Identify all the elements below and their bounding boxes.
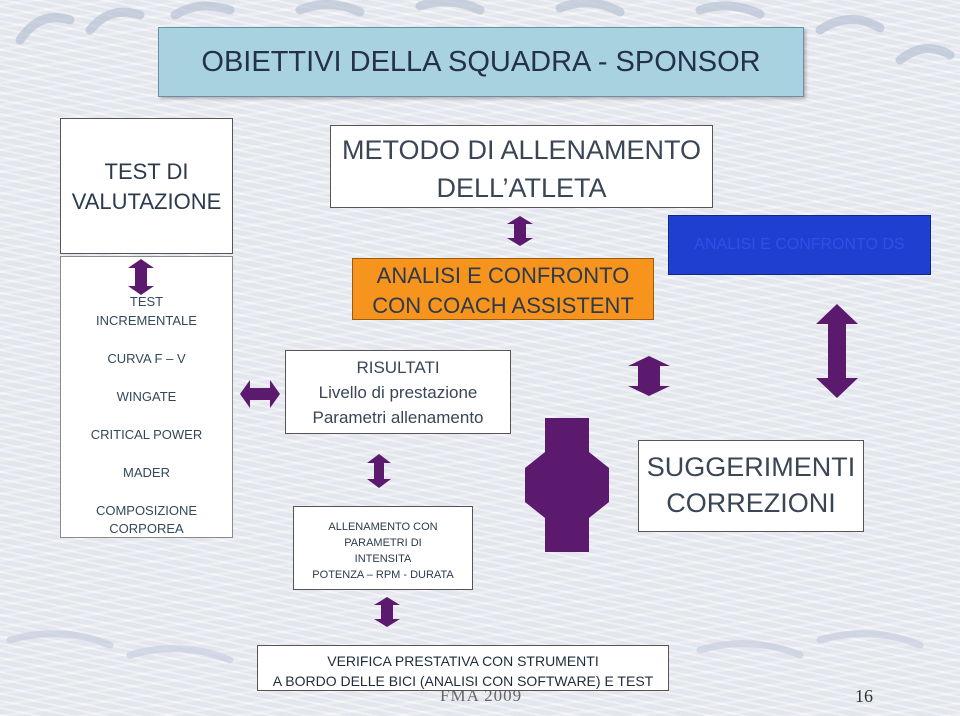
slide-title: OBIETTIVI DELLA SQUADRA - SPONSOR [158,27,804,97]
page-number: 16 [855,686,873,706]
test-valutazione-box: TEST DI VALUTAZIONE [60,118,233,254]
allenamento-line-2: PARAMETRI DI [344,537,422,549]
ds-box: ANALISI E CONFRONTO DS [668,215,931,275]
suggerimenti-line-1: SUGGERIMENTI [646,452,856,482]
coach-line-1: ANALISI E CONFRONTO [376,263,630,288]
metodo-line-1: METODO DI ALLENAMENTO [341,135,702,165]
coach-line-2: CON COACH ASSISTENT [372,293,634,318]
suggerimenti-box: SUGGERIMENTI CORREZIONI [638,440,864,532]
test-item-wingate: WINGATE [116,389,177,404]
up-down-arrow-icon [816,304,858,398]
tests-list-panel: TEST INCREMENTALE CURVA F – V WINGATE CR… [60,256,233,538]
up-down-arrow-icon [128,259,154,295]
suggerimenti-line-2: CORREZIONI [666,488,836,518]
metodo-box: METODO DI ALLENAMENTO DELL’ATLETA [330,125,713,208]
test-item-mader: MADER [123,465,170,480]
risultati-line-3: Parametri allenamento [312,408,484,427]
verifica-box: VERIFICA PRESTATIVA CON STRUMENTI A BORD… [257,645,669,691]
up-down-arrow-icon [367,454,391,488]
risultati-line-1: RISULTATI [356,358,440,377]
test-item-incrementale: INCREMENTALE [96,313,197,328]
verifica-line-2: A BORDO DELLE BICI (ANALISI CON SOFTWARE… [272,673,654,689]
up-down-arrow-icon [374,597,400,627]
test-item-test: TEST [129,294,164,309]
test-item-composizione: COMPOSIZIONE [95,503,198,518]
test-item-curva: CURVA F – V [107,351,186,366]
risultati-line-2: Livello di prestazione [318,383,478,402]
up-down-arrow-icon [507,216,533,246]
up-down-arrow-icon [628,356,670,396]
test-item-critical-power: CRITICAL POWER [90,427,203,442]
left-right-arrow-icon [240,380,280,408]
test-item-corporea: CORPOREA [109,521,184,536]
risultati-box: RISULTATI Livello di prestazione Paramet… [285,350,511,434]
allenamento-box: ALLENAMENTO CON PARAMETRI DI INTENSITA P… [293,506,473,590]
allenamento-line-4: POTENZA – RPM - DURATA [312,569,454,581]
test-valutazione-line-1: TEST DI [104,159,189,184]
allenamento-line-3: INTENSITA [354,553,412,565]
verifica-line-1: VERIFICA PRESTATIVA CON STRUMENTI [327,653,599,669]
bidirectional-arrow-icon [525,418,609,552]
coach-box: ANALISI E CONFRONTO CON COACH ASSISTENT [352,258,654,320]
metodo-line-2: DELL’ATLETA [436,173,607,203]
allenamento-line-1: ALLENAMENTO CON [328,521,438,533]
test-valutazione-line-2: VALUTAZIONE [71,189,222,214]
